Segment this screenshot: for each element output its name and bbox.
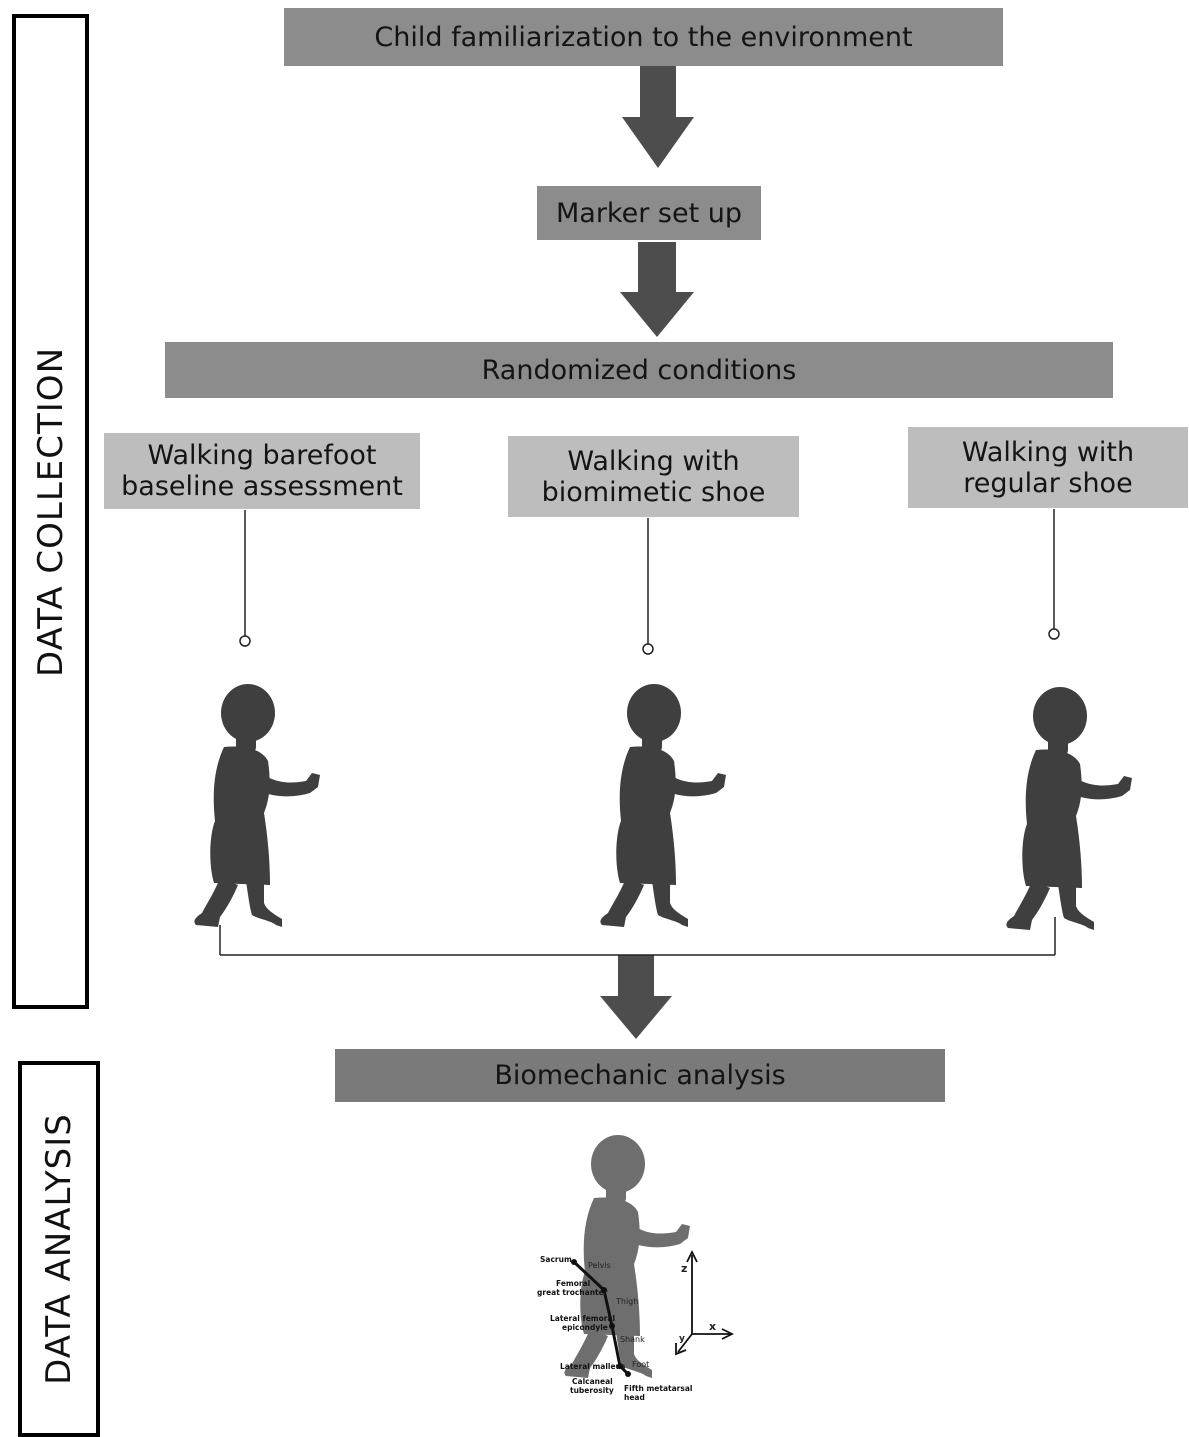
condition-biomimetic-line1: Walking with — [567, 445, 740, 477]
label-foot: Foot — [632, 1360, 649, 1369]
randomized-conditions-box: Randomized conditions — [165, 342, 1113, 398]
familiarization-step-text: Child familiarization to the environment — [374, 21, 913, 53]
data-collection-frame: DATA COLLECTION — [12, 14, 89, 1009]
axis-z-label: z — [681, 1262, 687, 1275]
data-analysis-frame: DATA ANALYSIS — [18, 1061, 100, 1437]
familiarization-step-box: Child familiarization to the environment — [284, 8, 1003, 66]
label-lateral-femoral: Lateral femoral — [550, 1314, 615, 1323]
pin-regular — [1048, 628, 1060, 640]
label-fifth-metatarsal: Fifth metatarsal — [624, 1384, 692, 1393]
label-pelvis: Pelvis — [588, 1261, 611, 1270]
biomechanic-analysis-text: Biomechanic analysis — [494, 1060, 786, 1091]
arrow-down-3 — [600, 955, 672, 1039]
label-femoral: Femoral — [556, 1279, 590, 1288]
biomechanic-analysis-box: Biomechanic analysis — [335, 1049, 945, 1102]
label-shank: Shank — [620, 1335, 645, 1344]
condition-barefoot-box: Walking barefoot baseline assessment — [104, 433, 420, 509]
label-lateral-malleolus: Lateral malleus — [560, 1362, 626, 1371]
label-thigh: Thigh — [615, 1297, 638, 1306]
condition-biomimetic-box: Walking with biomimetic shoe — [508, 436, 799, 517]
condition-barefoot-line1: Walking barefoot — [147, 440, 377, 471]
label-calcaneal: Calcaneal — [572, 1377, 613, 1386]
pin-barefoot — [239, 635, 251, 647]
marker-setup-step-text: Marker set up — [555, 197, 742, 229]
label-head: head — [624, 1393, 645, 1402]
randomized-conditions-text: Randomized conditions — [481, 354, 797, 386]
pin-biomimetic — [642, 643, 654, 655]
condition-biomimetic-line2: biomimetic shoe — [541, 476, 766, 508]
arrow-down-1 — [622, 66, 694, 168]
label-epicondyle: epicondyle — [562, 1323, 608, 1332]
join-bracket — [219, 917, 1056, 956]
condition-barefoot-line2: baseline assessment — [121, 471, 403, 502]
label-trochanter: great trochanter — [537, 1288, 608, 1297]
axis-x-label: x — [709, 1320, 716, 1333]
axis-y-label: y — [679, 1334, 685, 1344]
condition-regular-shoe-box: Walking with regular shoe — [908, 427, 1188, 508]
leg-model-markers — [571, 1259, 631, 1377]
label-tuberosity: tuberosity — [570, 1386, 614, 1395]
condition-regular-shoe-line1: Walking with — [961, 436, 1135, 468]
condition-regular-shoe-line2: regular shoe — [963, 467, 1133, 499]
axes-icon — [675, 1249, 735, 1356]
marker-setup-step-box: Marker set up — [537, 186, 761, 240]
label-sacrum: Sacrum — [540, 1255, 572, 1264]
arrow-down-2 — [620, 242, 694, 337]
